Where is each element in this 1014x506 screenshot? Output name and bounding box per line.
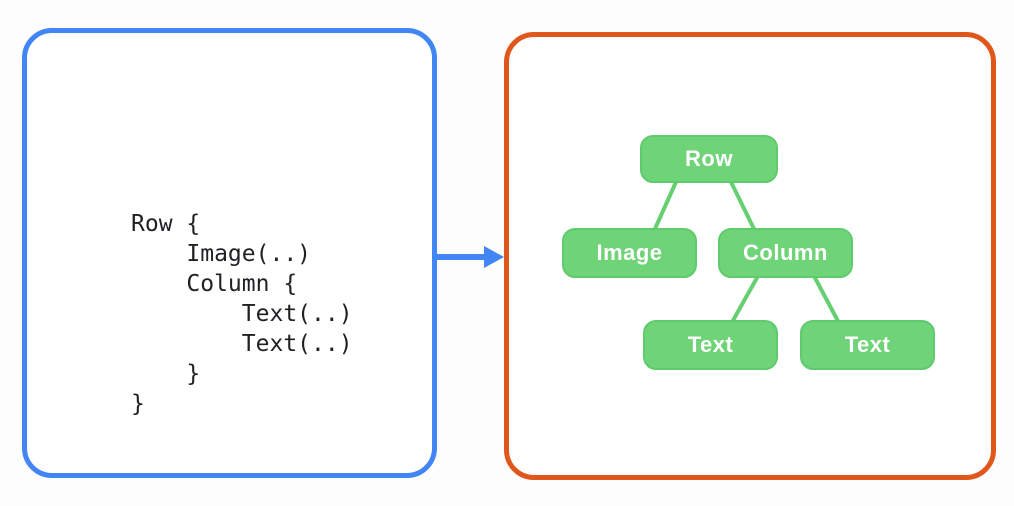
code-block: Row { Image(..) Column { Text(..) Text(.… xyxy=(131,209,353,419)
tree-node-label: Text xyxy=(687,332,734,357)
code-line: } xyxy=(131,391,145,417)
transform-arrow-icon xyxy=(437,246,504,268)
code-line: } xyxy=(131,361,201,387)
tree-node-label: Column xyxy=(743,240,828,265)
code-line: Image(..) xyxy=(131,241,312,267)
tree-node-row: Row xyxy=(640,135,778,183)
tree-node-label: Row xyxy=(685,146,733,171)
tree-node-image: Image xyxy=(562,228,697,278)
code-line: Column { xyxy=(131,271,298,297)
arrow-head xyxy=(484,246,504,268)
tree-node-text-1: Text xyxy=(643,320,778,370)
tree-node-label: Image xyxy=(596,240,663,265)
code-line: Text(..) xyxy=(131,331,353,357)
code-line: Text(..) xyxy=(131,301,353,327)
code-panel: Row { Image(..) Column { Text(..) Text(.… xyxy=(22,28,437,478)
tree-node-column: Column xyxy=(718,228,853,278)
code-line: Row { xyxy=(131,211,201,237)
tree-node-text-2: Text xyxy=(800,320,935,370)
tree-node-label: Text xyxy=(844,332,891,357)
